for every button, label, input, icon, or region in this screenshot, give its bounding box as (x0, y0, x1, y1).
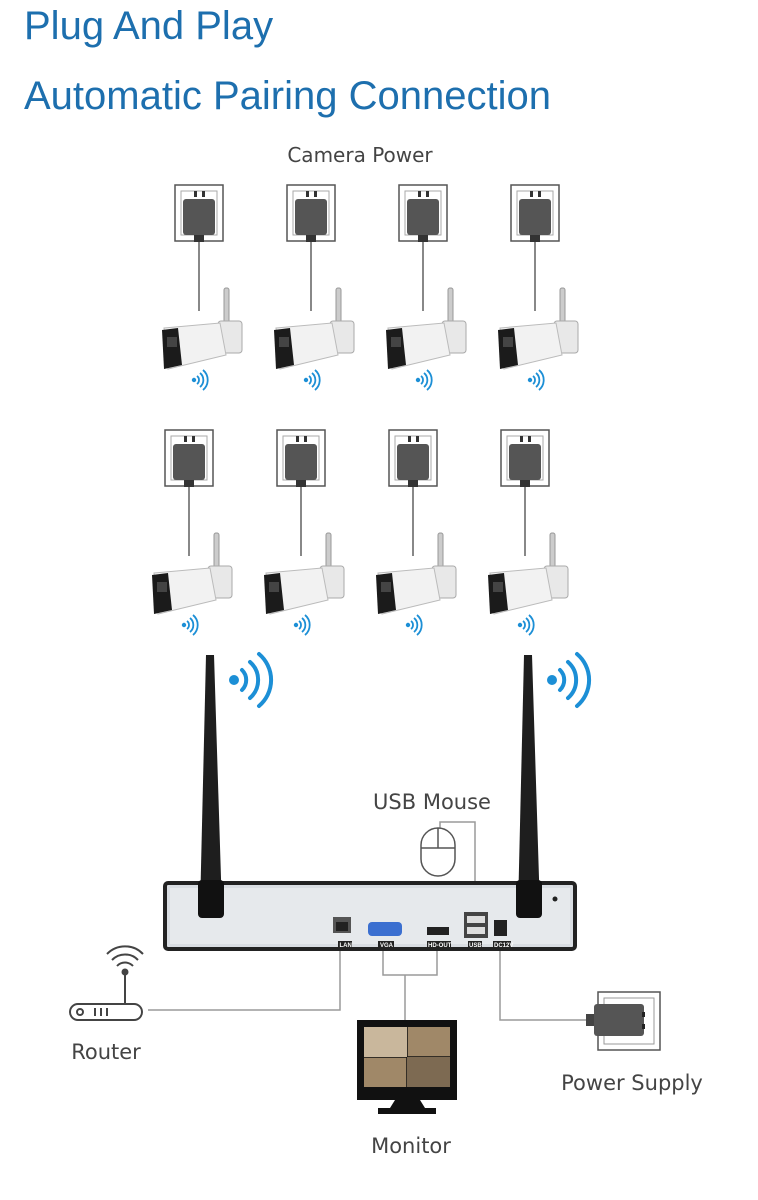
power-supply-label: Power Supply (561, 1071, 703, 1095)
wifi-signal-icon (303, 369, 321, 391)
nvr-box (163, 881, 577, 951)
power-supply-icon (586, 991, 661, 1051)
wifi-signal-right-icon (547, 652, 592, 708)
lan-port-icon (333, 917, 351, 933)
wall-plug-icon (510, 184, 560, 242)
wifi-signal-icon (517, 614, 535, 636)
wall-plug-icon (164, 429, 214, 487)
wifi-signal-left-icon (229, 652, 274, 708)
hdmi-port-label: HD-OUT (428, 943, 452, 949)
usb-port-label: USB (469, 943, 482, 949)
camera-unit (252, 428, 352, 648)
vga-port-label: VGA (380, 943, 394, 949)
camera-icon (264, 532, 345, 615)
power-led-icon (552, 896, 558, 902)
dc-port-label: DC12V (494, 943, 513, 949)
vga-port-icon (368, 922, 402, 936)
router-label: Router (71, 1040, 141, 1064)
wifi-signal-icon (415, 369, 433, 391)
wifi-signal-icon (293, 614, 311, 636)
connection-lines (148, 821, 592, 1021)
lan-port-label: LAN (340, 943, 352, 949)
camera-icon (488, 532, 569, 615)
camera-icon (274, 287, 355, 370)
wall-plug-icon (388, 429, 438, 487)
wifi-signal-icon (191, 369, 209, 391)
wall-plug-icon (276, 429, 326, 487)
wall-plug-icon (398, 184, 448, 242)
title-plug-and-play: Plug And Play (24, 4, 274, 48)
antenna-right-icon (516, 655, 542, 918)
wifi-signal-icon (405, 614, 423, 636)
camera-icon (162, 287, 243, 370)
usb-mouse-icon (420, 827, 456, 877)
camera-unit (140, 428, 240, 648)
wall-plug-icon (286, 184, 336, 242)
router-icon (69, 945, 144, 1021)
camera-unit (486, 183, 586, 403)
camera-unit (476, 428, 576, 648)
wall-plug-icon (500, 429, 550, 487)
camera-icon (376, 532, 457, 615)
dc-port-icon (494, 920, 507, 936)
hdmi-port-icon (427, 927, 449, 935)
wall-plug-icon (174, 184, 224, 242)
camera-unit (374, 183, 474, 403)
camera-unit (262, 183, 362, 403)
camera-icon (152, 532, 233, 615)
antenna-left-icon (198, 655, 224, 918)
camera-icon (386, 287, 467, 370)
wifi-signal-icon (181, 614, 199, 636)
camera-power-label: Camera Power (287, 143, 433, 167)
camera-unit (150, 183, 250, 403)
camera-icon (498, 287, 579, 370)
usb-port-icon (464, 912, 488, 938)
wifi-signal-icon (527, 369, 545, 391)
usb-mouse-label: USB Mouse (373, 790, 491, 814)
title-automatic-pairing: Automatic Pairing Connection (24, 74, 551, 118)
camera-unit (364, 428, 464, 648)
monitor-icon (357, 1020, 457, 1114)
monitor-label: Monitor (371, 1134, 451, 1158)
